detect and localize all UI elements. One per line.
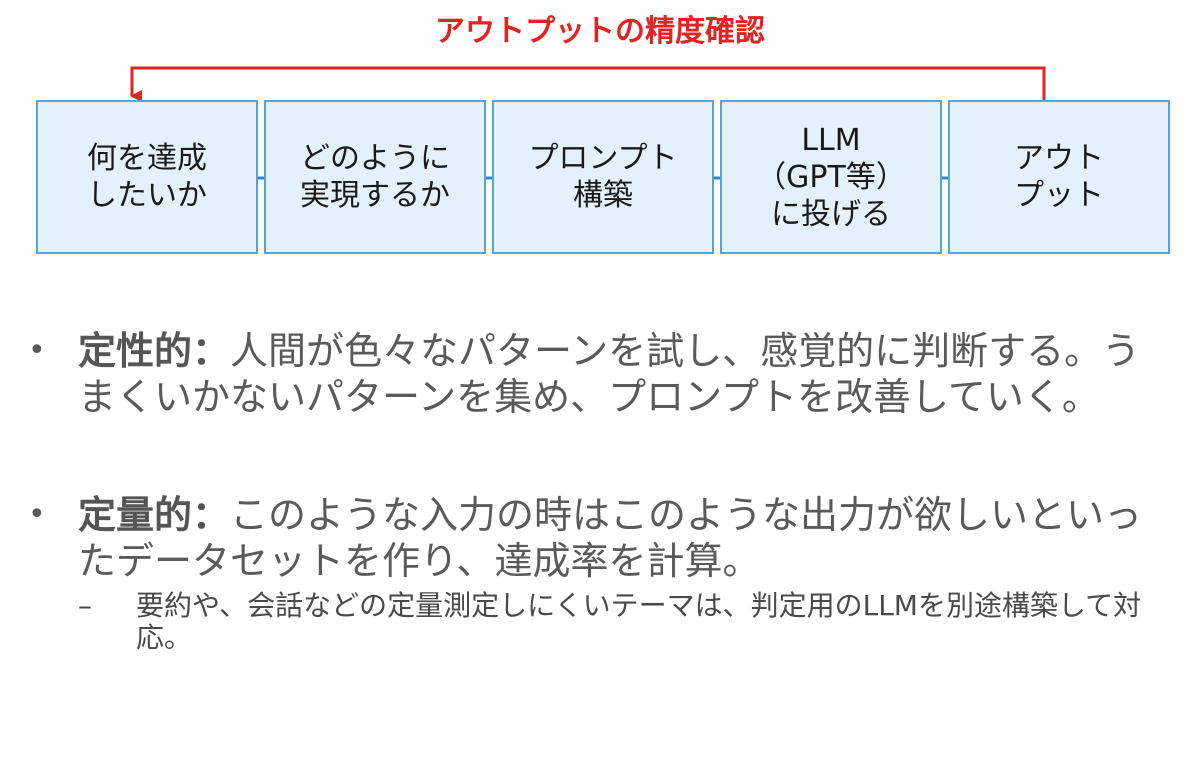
step-goal: 何を達成 したいか [36, 100, 258, 254]
bullet-text-quantitative: このような入力の時はこのような出力が欲しいといったデータセットを作り、達成率を計… [78, 493, 1143, 583]
bullet-list: • 定性的：人間が色々なパターンを試し、感覚的に判断する。うまくいかないパターン… [28, 328, 1178, 654]
bullet-marker: • [28, 497, 46, 532]
bullet-text-qualitative: 人間が色々なパターンを試し、感覚的に判断する。うまくいかないパターンを集め、プロ… [78, 329, 1141, 419]
bullet-quantitative: • 定量的：このような入力の時はこのような出力が欲しいといったデータセットを作り… [28, 492, 1178, 654]
feedback-loop-label: アウトプットの精度確認 [435, 14, 765, 49]
step-prompt-build: プロンプト 構築 [492, 100, 714, 254]
feedback-loop-arrow [130, 66, 1046, 102]
step-send-to-llm: LLM （GPT等） に投げる [720, 100, 942, 254]
sub-bullet-llm-judge: – 要約や、会話などの定量測定しにくいテーマは、判定用のLLMを別途構築して対応… [78, 590, 1178, 654]
bullet-qualitative: • 定性的：人間が色々なパターンを試し、感覚的に判断する。うまくいかないパターン… [28, 328, 1178, 420]
bullet-marker: • [28, 333, 46, 368]
step-approach: どのように 実現するか [264, 100, 486, 254]
step-output: アウト プット [948, 100, 1170, 254]
bullet-term-qualitative: 定性的： [78, 329, 231, 373]
sub-bullet-marker: – [78, 589, 92, 622]
sub-bullet-text: 要約や、会話などの定量測定しにくいテーマは、判定用のLLMを別途構築して対応。 [136, 589, 1142, 654]
bullet-term-quantitative: 定量的： [78, 493, 231, 537]
